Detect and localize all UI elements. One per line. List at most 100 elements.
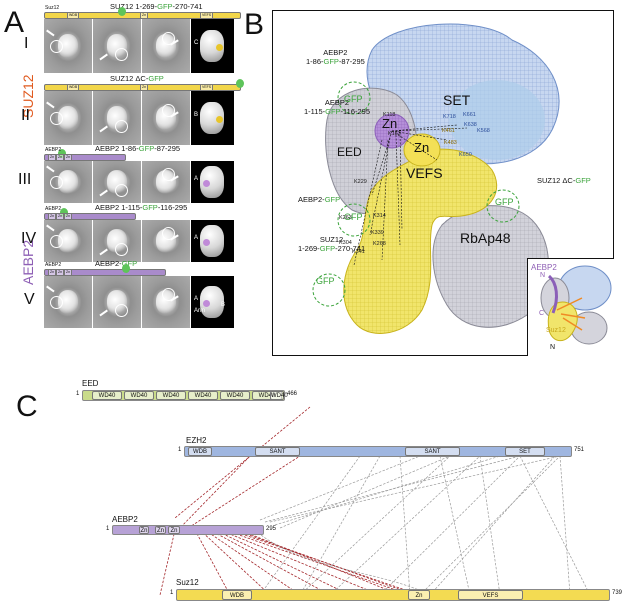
bar-domain-box: Zn <box>140 12 149 19</box>
residue-label: K263 <box>339 215 352 221</box>
bar-domain-box: WDB <box>67 12 80 19</box>
protein-domain: SET <box>505 447 545 456</box>
residue-label: K268 <box>373 241 386 247</box>
row-numeral: II <box>21 107 30 124</box>
arrow-icon <box>46 285 55 292</box>
protein-domain: WDB <box>222 590 252 600</box>
gfp-density-circle <box>115 243 128 256</box>
residue-label: K718 <box>443 114 456 120</box>
bar-domain-box: VEFS <box>200 84 214 91</box>
gfp-circle-label: GFP <box>316 276 335 286</box>
inset-c: C <box>539 310 545 317</box>
construct-title: AEBP2 1-115-GFP-116-295 <box>95 203 187 212</box>
model-domain-letter: B <box>221 302 226 308</box>
row-numeral: IV <box>21 230 37 247</box>
construct-title-post: -87-295 <box>154 144 181 153</box>
protein-name: Suz12 <box>176 578 199 587</box>
bar-protein-name: AEBP2 <box>45 206 62 212</box>
bar-domain-box: Zn <box>56 269 65 276</box>
construct-title-pre: SUZ12 ΔC- <box>110 74 149 83</box>
residue-label: K229 <box>354 179 367 185</box>
em-class-average <box>44 91 92 145</box>
callout-post: -87-295 <box>338 57 365 66</box>
arrow-icon <box>99 189 108 196</box>
callout-line1: AEBP2 <box>323 48 348 57</box>
inset-n2: N <box>550 344 556 351</box>
bar-domain-box: Zn <box>64 154 73 161</box>
bar-domain-box: Zn <box>48 269 57 276</box>
bar-domain-box: Zn <box>56 213 65 220</box>
set-label: SET <box>443 92 471 108</box>
construct-title-gfp: GFP <box>121 259 138 268</box>
residue-label: K339 <box>371 230 384 236</box>
gfp-density-circle <box>115 184 128 197</box>
panel-b-label: B <box>244 8 265 41</box>
zn-label-2: Zn <box>414 140 430 155</box>
3d-model-render: C <box>191 19 234 73</box>
callout-post: -116-295 <box>340 107 371 116</box>
protein-start: 1 <box>178 447 182 453</box>
construct-bar <box>44 213 136 220</box>
callout-line1: AEBP2 <box>324 98 350 107</box>
bar-domain-box: Zn <box>64 213 73 220</box>
row-numeral: I <box>24 35 29 52</box>
construct-title: SUZ12 1-269-GFP-270-741 <box>110 2 203 11</box>
model-domain-letter: B <box>194 112 199 118</box>
construct-title-gfp: GFP <box>157 2 173 11</box>
callout-line2: 1-269-GFP-270-741 <box>298 244 365 253</box>
protein-domain: Zn <box>139 526 149 534</box>
gfp-density-circle <box>162 32 175 45</box>
gfp-marker <box>122 264 130 273</box>
construct-title: AEBP2 1-86-GFP-87-295 <box>95 144 180 153</box>
callout-line2: 1-86-GFP-87-295 <box>306 57 365 66</box>
residue-label: K153 <box>388 131 401 137</box>
gfp-density-circle <box>50 112 63 125</box>
callout-gfp: GFP <box>323 57 339 66</box>
arrow-icon <box>46 29 55 36</box>
residue-label: K118 <box>383 112 396 118</box>
inset-model <box>540 265 612 345</box>
row-numeral: V <box>24 291 35 308</box>
model-domain-letter: Arm <box>194 308 205 314</box>
protein-domain: WD40 <box>220 391 250 400</box>
em-class-average <box>93 276 141 328</box>
protein-start: 1 <box>76 391 80 397</box>
callout-gfp: GFP <box>575 176 591 185</box>
em-class-average <box>93 220 141 262</box>
residue-label: K638 <box>464 122 477 128</box>
protein-end: 739 <box>612 590 622 596</box>
model-domain-letter: C <box>194 40 199 46</box>
callout-line1: AEBP2- <box>298 195 325 204</box>
callout-line2: 1-115-GFP-116-295 <box>304 107 370 116</box>
inset-aebp2: AEBP2 <box>531 263 557 272</box>
residue-label: K314 <box>373 213 386 219</box>
protein-name: AEBP2 <box>112 515 138 524</box>
em-class-average <box>44 276 92 328</box>
callout-line1: SUZ12 ΔC- <box>537 176 576 185</box>
density-map <box>312 23 560 334</box>
protein-domain: WD40 <box>92 391 122 400</box>
bar-protein-name: Suz12 <box>45 5 60 11</box>
protein-start: 1 <box>106 526 110 532</box>
gfp-circle-label: GFP <box>495 197 514 207</box>
callout-gfp: GFP <box>325 107 341 116</box>
protein-domain: WD40 <box>124 391 154 400</box>
gfp-density-circle <box>115 304 128 317</box>
protein-end: 295 <box>266 526 277 532</box>
protein-domain: WD40 <box>270 391 288 400</box>
residue-label: K304 <box>339 240 352 246</box>
3d-model-render: B <box>191 91 234 145</box>
bar-domain-box: Zn <box>56 154 65 161</box>
gfp-density-circle <box>162 168 175 181</box>
protein-domain: Zn <box>155 526 166 534</box>
gfp-density-circle <box>162 288 175 301</box>
construct-title-pre: SUZ12 1-269- <box>110 2 158 11</box>
em-class-average <box>142 220 190 262</box>
arrow-icon <box>99 309 108 316</box>
eed-label: EED <box>337 145 362 159</box>
gfp-density-circle <box>50 40 63 53</box>
arrow-icon <box>99 248 108 255</box>
3d-model-render: A <box>191 161 234 203</box>
